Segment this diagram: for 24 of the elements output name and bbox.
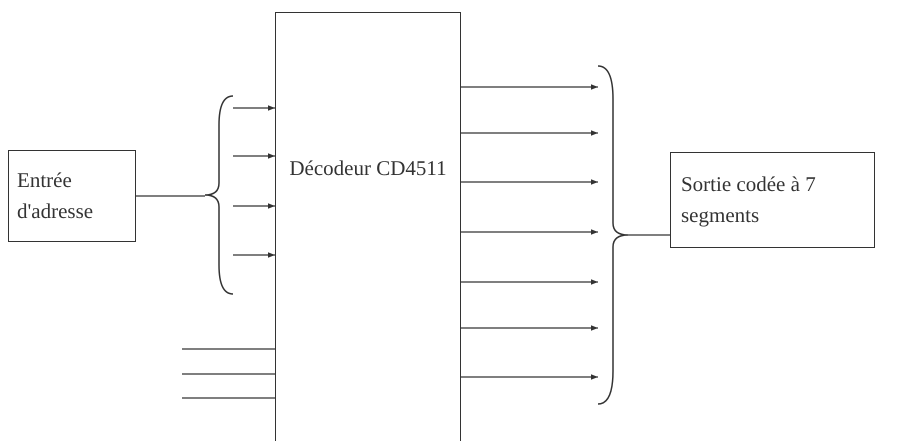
connector-line bbox=[182, 397, 275, 399]
arrow bbox=[461, 279, 598, 285]
curly-brace bbox=[598, 65, 628, 405]
arrow bbox=[461, 130, 598, 136]
connector-line bbox=[182, 373, 275, 375]
node-label: Sortie codée à 7 segments bbox=[681, 170, 817, 229]
arrow bbox=[461, 325, 598, 331]
node-label: Entrée d'adresse bbox=[17, 166, 94, 225]
arrow bbox=[461, 179, 598, 185]
curly-brace bbox=[205, 95, 233, 295]
output-box bbox=[670, 152, 875, 248]
arrow bbox=[233, 252, 275, 258]
arrow bbox=[461, 229, 598, 235]
input-box bbox=[8, 150, 136, 242]
arrow bbox=[461, 374, 598, 380]
connector-line bbox=[628, 234, 670, 236]
arrow bbox=[233, 153, 275, 159]
decoder-block bbox=[275, 12, 461, 441]
arrow bbox=[461, 84, 598, 90]
connector-line bbox=[182, 348, 275, 350]
connector-line bbox=[136, 195, 205, 197]
node-label: Décodeur CD4511 bbox=[289, 155, 447, 182]
arrow bbox=[233, 105, 275, 111]
arrow bbox=[233, 203, 275, 209]
